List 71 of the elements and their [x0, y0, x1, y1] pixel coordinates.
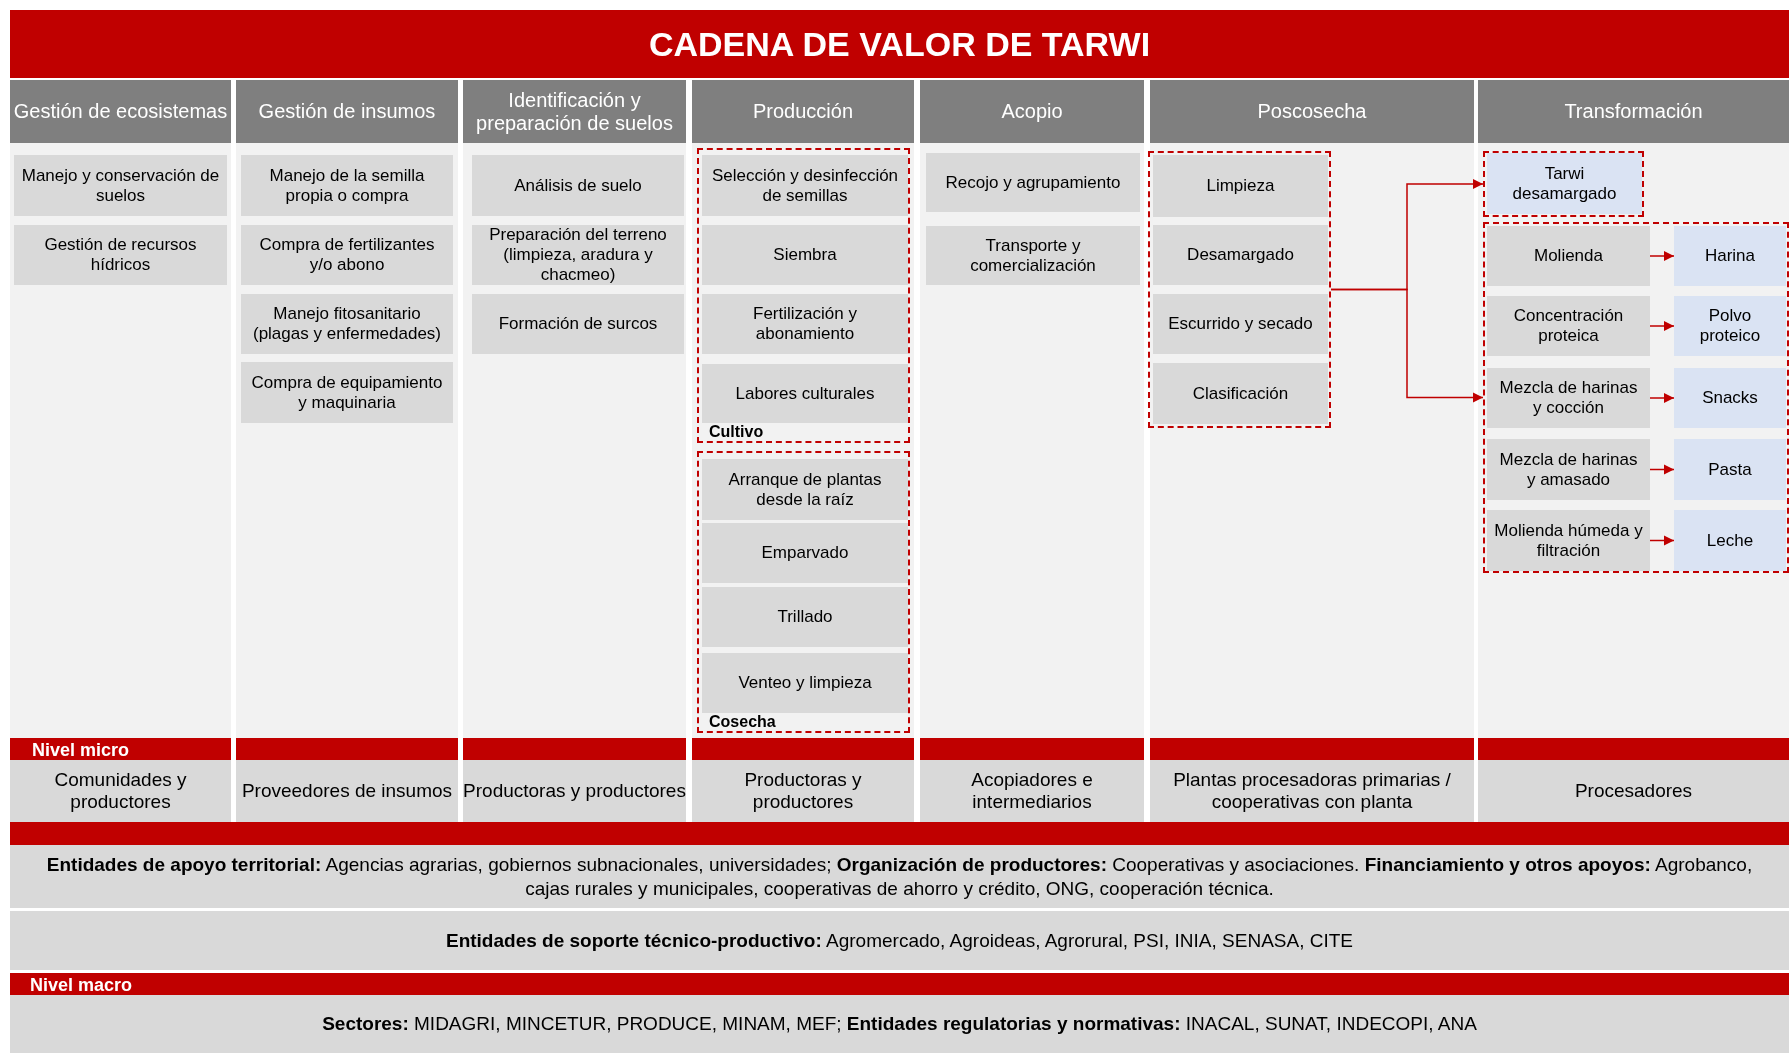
actor-box: Proveedores de insumos	[236, 738, 458, 822]
title-banner: CADENA DE VALOR DE TARWI	[10, 10, 1789, 78]
arrow	[1649, 320, 1675, 332]
process-box: Manejo de la semilla propia o compra	[241, 155, 453, 216]
product-box: Polvo proteico	[1674, 296, 1786, 356]
column-panel	[1478, 80, 1789, 738]
column-panel	[10, 80, 231, 738]
product-box: Tarwi desamargado	[1487, 153, 1642, 214]
product-box: Pasta	[1674, 439, 1786, 500]
info-band: Entidades de apoyo territorial: Agencias agrarias, gobiernos subnacionales, universidades; Organización de productores: Cooperativas y asociaciones. Financiamiento y otros apoyos: Agrobanco, cajas rurales y municipales, cooperativas de ahorro y crédito, ONG, cooperación técnica.	[10, 822, 1789, 908]
info-band: Entidades de soporte técnico-productivo: Agromercado, Agroideas, Agrorural, PSI, INIA, SENASA, CITE	[10, 911, 1789, 970]
actor-box: Procesadores	[1478, 738, 1789, 822]
process-box: Siembra	[702, 225, 908, 285]
column-header: Poscosecha	[1150, 80, 1474, 143]
process-box: Limpieza	[1153, 155, 1328, 217]
process-box: Gestión de recursos hídricos	[14, 225, 227, 285]
level-label: Nivel macro	[30, 975, 133, 995]
actor-box: Plantas procesadoras primarias / cooperativas con planta	[1150, 738, 1474, 822]
dashed-group	[697, 148, 910, 443]
process-box: Labores culturales	[702, 364, 908, 423]
process-box: Trillado	[702, 587, 908, 647]
process-box: Concentración proteica	[1487, 296, 1650, 356]
dashed-group	[1483, 222, 1789, 573]
process-box: Selección y desinfección de semillas	[702, 155, 908, 216]
product-box: Leche	[1674, 510, 1786, 571]
arrow	[1330, 288, 1484, 403]
actor-box: Acopiadores e intermediarios	[920, 738, 1144, 822]
process-box: Manejo fitosanitario (plagas y enfermedades)	[241, 294, 453, 354]
column-panel	[692, 80, 914, 738]
process-box: Molienda	[1487, 226, 1650, 286]
process-box: Arranque de plantas desde la raíz	[702, 459, 908, 520]
product-box: Harina	[1674, 226, 1786, 286]
process-box: Venteo y limpieza	[702, 653, 908, 713]
process-box: Compra de equipamiento y maquinaria	[241, 362, 453, 423]
product-box: Snacks	[1674, 368, 1786, 428]
dashed-group	[697, 451, 910, 733]
process-box: Desamargado	[1153, 225, 1328, 285]
column-header: Gestión de ecosistemas	[10, 80, 231, 143]
arrow	[1649, 535, 1675, 546]
column-panel	[463, 80, 686, 738]
column-header: Acopio	[920, 80, 1144, 143]
level-label: Nivel micro	[32, 740, 130, 760]
process-box: Transporte y comercialización	[926, 226, 1140, 285]
process-box: Recojo y agrupamiento	[926, 153, 1140, 212]
column-panel	[920, 80, 1144, 738]
process-box: Molienda húmeda y filtración	[1487, 510, 1650, 571]
dashed-group	[1148, 151, 1331, 428]
process-box: Preparación del terreno (limpieza, aradura y chacmeo)	[472, 225, 684, 285]
process-box: Mezcla de harinas y cocción	[1487, 368, 1650, 428]
process-box: Formación de surcos	[472, 294, 684, 354]
column-panel	[236, 80, 458, 738]
process-box: Mezcla de harinas y amasado	[1487, 439, 1650, 500]
process-box: Emparvado	[702, 523, 908, 583]
process-box: Manejo y conservación de suelos	[14, 155, 227, 216]
column-header: Gestión de insumos	[236, 80, 458, 143]
process-box: Escurrido y secado	[1153, 294, 1328, 354]
arrow	[1649, 464, 1675, 475]
process-box: Fertilización y abonamiento	[702, 294, 908, 354]
group-label: Cultivo	[709, 423, 764, 441]
process-box: Compra de fertilizantes y/o abono	[241, 225, 453, 285]
arrow	[1649, 250, 1675, 262]
group-label: Cosecha	[709, 713, 776, 731]
column-header: Producción	[692, 80, 914, 143]
process-box: Clasificación	[1153, 363, 1328, 424]
arrow	[1649, 392, 1675, 404]
column-header: Transformación	[1478, 80, 1789, 143]
column-header: Identificación y preparación de suelos	[463, 80, 686, 143]
column-panel	[1150, 80, 1474, 738]
process-box: Análisis de suelo	[472, 155, 684, 216]
actor-box: Productoras y productores	[463, 738, 686, 822]
actor-box: Productoras y productores	[692, 738, 914, 822]
